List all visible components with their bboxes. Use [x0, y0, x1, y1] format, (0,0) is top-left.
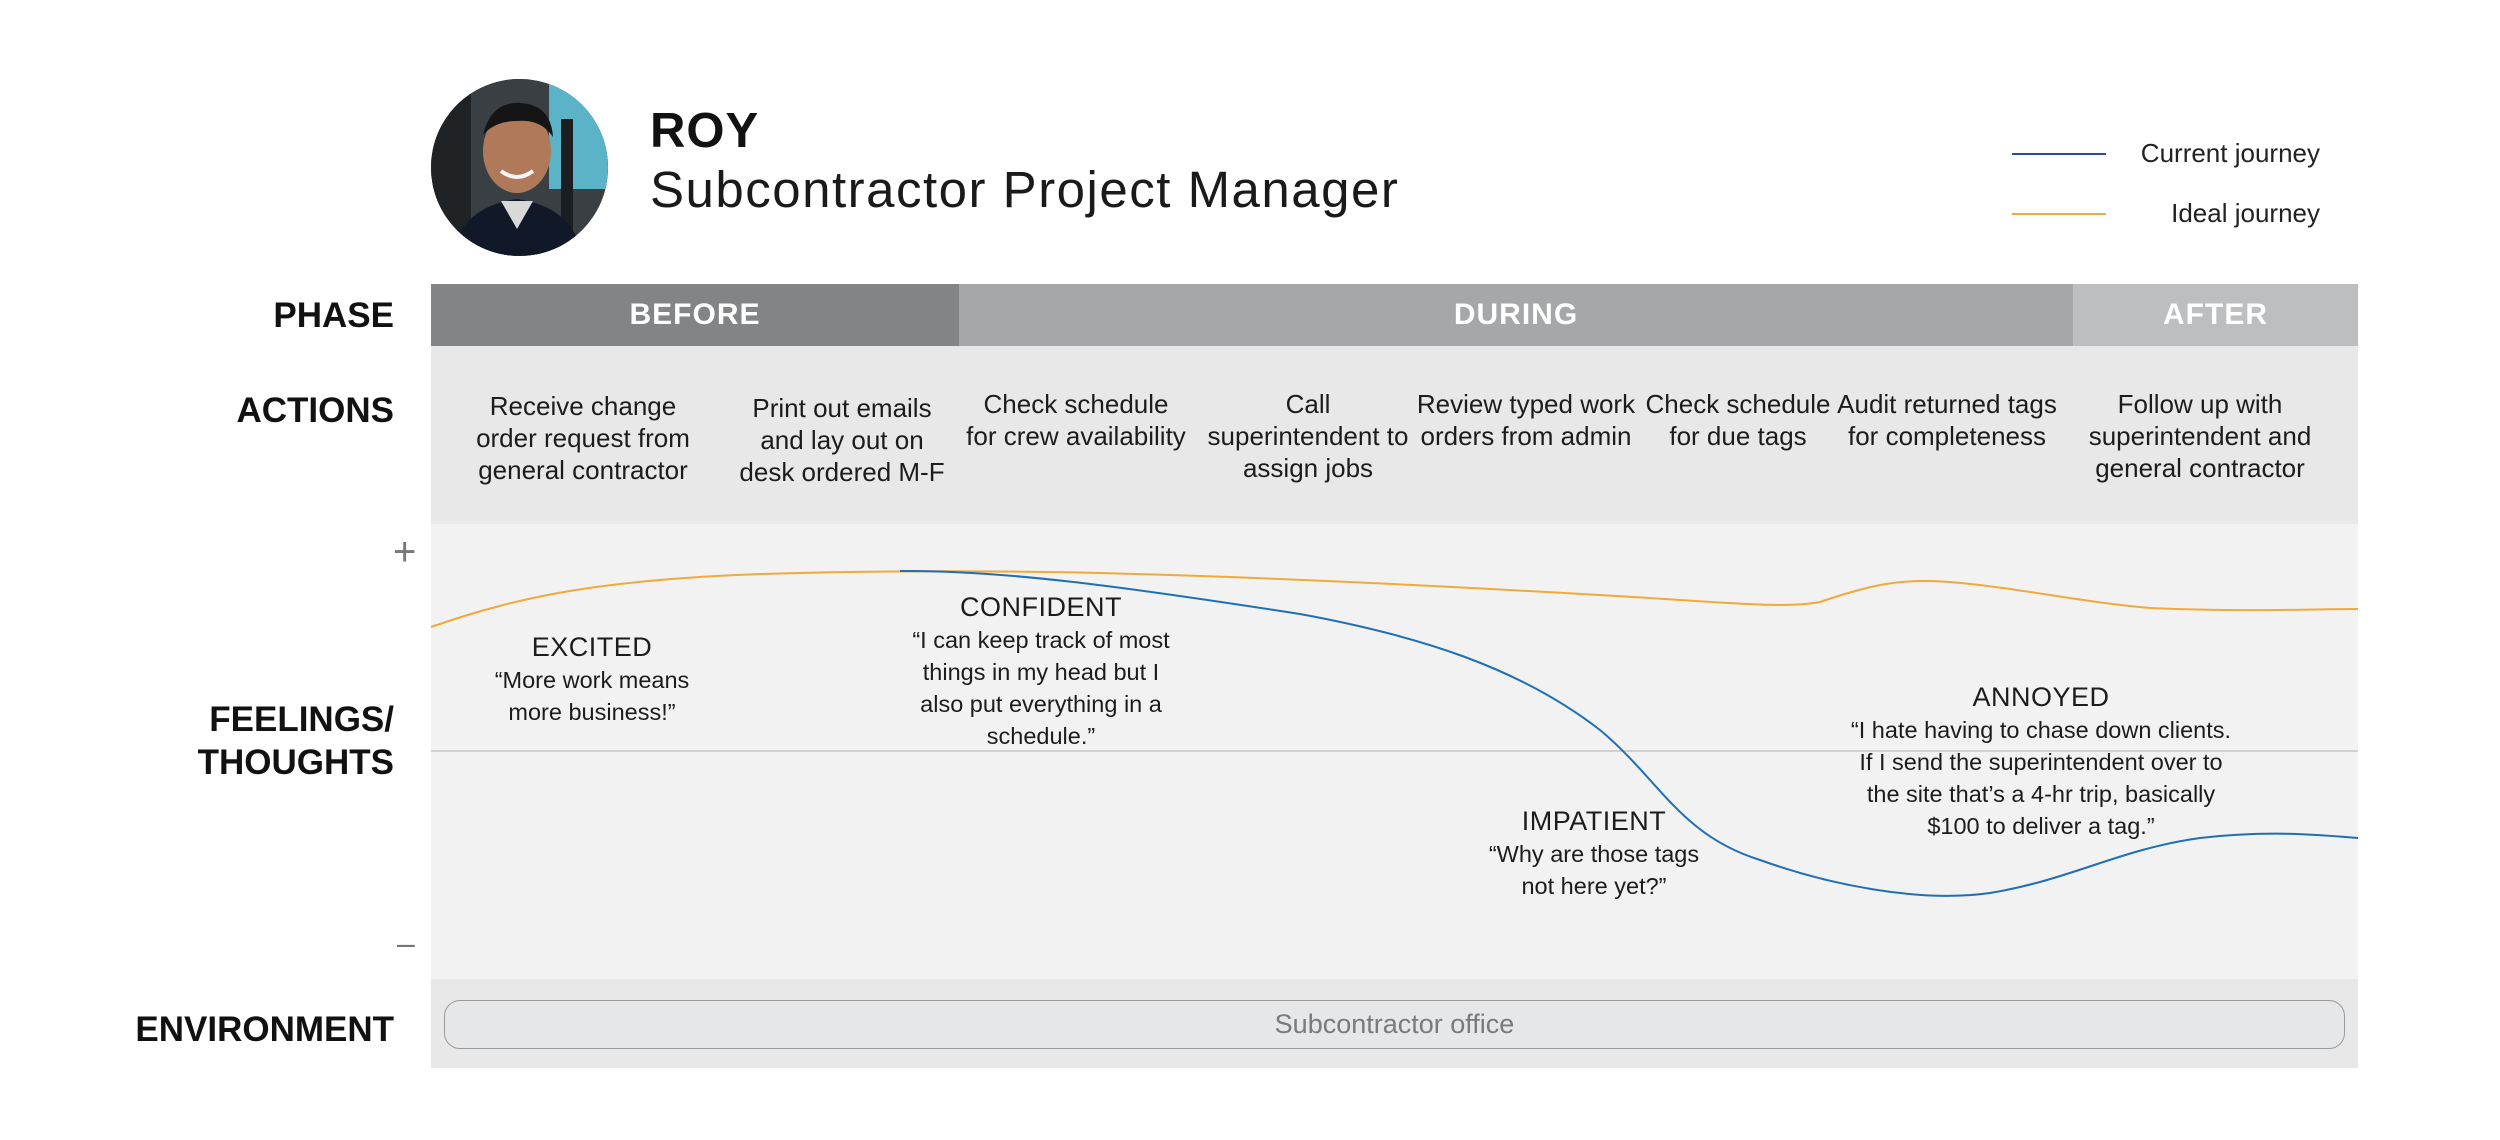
row-label-environment: ENVIRONMENT: [135, 1010, 394, 1049]
phase-during-label: DURING: [1453, 298, 1579, 331]
row-label-feelings-line1: FEELINGS/: [209, 700, 394, 739]
action-item: Review typed work orders from admin: [1416, 389, 1636, 451]
action-item: Check schedule for crew availability: [966, 389, 1186, 451]
positive-scale-marker: +: [393, 530, 417, 574]
phase-after-label: AFTER: [2163, 298, 2268, 331]
feeling-quote: “Why are those tags not here yet?”: [1488, 841, 1700, 899]
feeling-quote: “More work means more business!”: [494, 667, 690, 725]
action-item: Print out emails and lay out on desk ord…: [739, 393, 945, 487]
ideal-journey-legend-label: Ideal journey: [2171, 198, 2320, 228]
phase-before: BEFORE: [431, 284, 959, 346]
environment-label: Subcontractor office: [1274, 1009, 1515, 1039]
ideal-journey-legend-swatch: [2012, 213, 2106, 215]
actions-band: [431, 346, 2358, 524]
feeling-annoyed: ANNOYED “I hate having to chase down cli…: [1846, 680, 2236, 842]
phase-during: DURING: [959, 284, 2073, 346]
negative-scale-marker: –: [397, 925, 415, 961]
action-item: Follow up with superintendent and genera…: [2088, 389, 2312, 483]
feeling-quote: “I hate having to chase down clients. If…: [1850, 717, 2232, 839]
environment-pill: Subcontractor office: [444, 1000, 2345, 1049]
row-label-phase: PHASE: [273, 296, 394, 335]
row-label-feelings-line2: THOUGHTS: [197, 743, 394, 782]
action-item: Call superintendent to assign jobs: [1207, 389, 1409, 483]
persona-role: Subcontractor Project Manager: [650, 161, 1400, 218]
feeling-title: ANNOYED: [1972, 682, 2110, 712]
phase-before-label: BEFORE: [629, 298, 761, 331]
feeling-title: IMPATIENT: [1521, 806, 1667, 836]
feeling-excited: EXCITED “More work means more business!”: [478, 630, 706, 728]
action-item: Check schedule for due tags: [1645, 389, 1831, 451]
action-item: Audit returned tags for completeness: [1837, 389, 2057, 451]
ideal-journey-line: [430, 570, 2359, 628]
persona-name: ROY: [650, 104, 760, 158]
feeling-title: EXCITED: [531, 632, 653, 662]
row-label-actions: ACTIONS: [236, 391, 395, 430]
current-journey-legend-swatch: [2012, 153, 2106, 155]
feeling-confident: CONFIDENT “I can keep track of most thin…: [903, 590, 1179, 752]
feeling-quote: “I can keep track of most things in my h…: [912, 627, 1170, 749]
current-journey-legend-label: Current journey: [2140, 138, 2320, 168]
current-journey-line: [899, 569, 2359, 897]
feeling-title: CONFIDENT: [960, 592, 1122, 622]
action-item: Receive change order request from genera…: [476, 391, 690, 485]
feeling-impatient: IMPATIENT “Why are those tags not here y…: [1474, 804, 1714, 902]
phase-after: AFTER: [2073, 284, 2358, 346]
